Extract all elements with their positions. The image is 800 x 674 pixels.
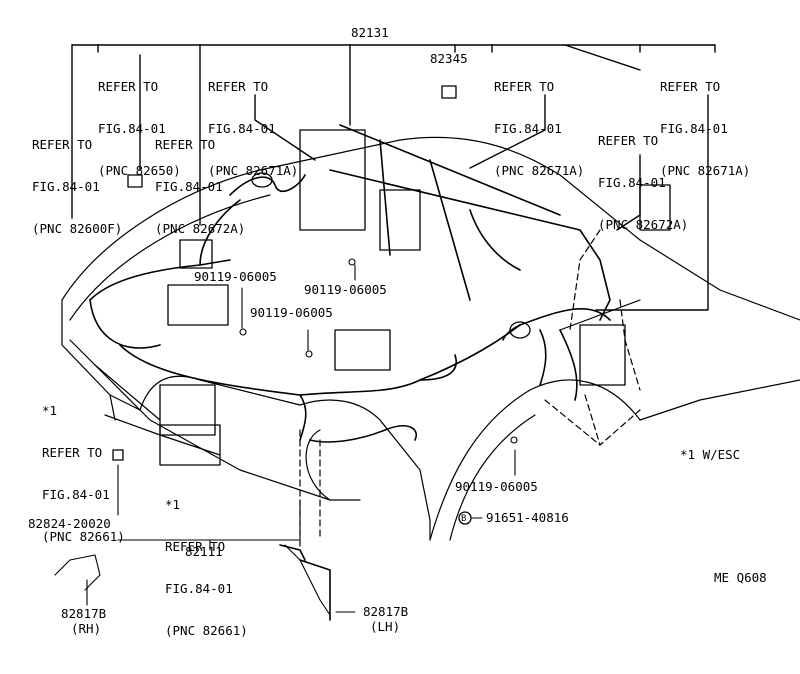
refer-82661-left: *1 REFER TO FIG.84-01 (PNC 82661) xyxy=(42,376,125,558)
ecu-module xyxy=(159,384,216,436)
refer-82672a-left: REFER TO FIG.84-01 (PNC 82672A) xyxy=(155,110,245,250)
refer-82671a-right-line2: FIG.84-01 xyxy=(660,121,728,136)
part-91651-label: 91651-40816 xyxy=(486,510,569,525)
refer-82672a-left-line2: FIG.84-01 xyxy=(155,179,223,194)
grommet-right xyxy=(509,321,531,339)
refer-82661-bottom-line3: FIG.84-01 xyxy=(165,581,233,596)
junction-block xyxy=(299,129,366,231)
part-82345-label: 82345 xyxy=(430,51,468,66)
grommet-left xyxy=(251,172,273,188)
bolt-label-b: 90119-06005 xyxy=(304,282,387,297)
refer-82672a-right-line1: REFER TO xyxy=(598,133,659,148)
bolt-label-a: 90119-06005 xyxy=(194,269,277,284)
part-82111-label: 82111 xyxy=(185,544,223,559)
refer-82672a-left-line1: REFER TO xyxy=(155,137,216,152)
refer-82672a-left-line3: (PNC 82672A) xyxy=(155,221,246,236)
refer-82672a-right-line2: FIG.84-01 xyxy=(598,175,666,190)
refer-82671a-left: REFER TO FIG.84-01 (PNC 82671A) xyxy=(208,52,298,192)
refer-82661-bottom-line1: *1 xyxy=(165,497,181,512)
bolt-label-d: 90119-06005 xyxy=(455,479,538,494)
abs-connector xyxy=(579,324,626,386)
refer-82661-left-line2: REFER TO xyxy=(42,445,103,460)
refer-82661-left-line4: (PNC 82661) xyxy=(42,529,125,544)
clip-82650 xyxy=(127,174,143,188)
refer-82661-bottom-line2: REFER TO xyxy=(165,539,226,554)
circled-b-letter: B xyxy=(461,514,467,524)
refer-82671a-mid-line1: REFER TO xyxy=(494,79,555,94)
refer-82650-line1: REFER TO xyxy=(98,79,159,94)
part-82817b-lh-side: (LH) xyxy=(370,619,401,634)
refer-82671a-mid-line3: (PNC 82671A) xyxy=(494,163,585,178)
refer-82671a-left-line2: FIG.84-01 xyxy=(208,121,276,136)
part-82131-label: 82131 xyxy=(351,25,389,40)
sensor-bracket xyxy=(639,184,671,231)
part-82817b-rh-label: 82817B xyxy=(61,606,107,621)
refer-82661-bottom-line4: (PNC 82661) xyxy=(165,623,248,638)
refer-82661-left-line1: *1 xyxy=(42,403,58,418)
figure-code: ME Q608 xyxy=(714,570,767,585)
refer-82671a-right-line3: (PNC 82671A) xyxy=(660,163,751,178)
fuse-block xyxy=(167,284,229,326)
refer-82671a-mid: REFER TO FIG.84-01 (PNC 82671A) xyxy=(494,52,584,192)
refer-82671a-right: REFER TO FIG.84-01 (PNC 82671A) xyxy=(660,52,750,192)
components xyxy=(112,85,671,525)
refer-82650-line2: FIG.84-01 xyxy=(98,121,166,136)
refer-82650-line3: (PNC 82650) xyxy=(98,163,181,178)
refer-82672a-right: REFER TO FIG.84-01 (PNC 82672A) xyxy=(598,106,688,246)
refer-82600f-line2: FIG.84-01 xyxy=(32,179,100,194)
body-outline xyxy=(61,136,800,551)
relay-block xyxy=(179,239,213,269)
ecu-bracket xyxy=(159,424,221,466)
refer-82671a-right-line1: REFER TO xyxy=(660,79,721,94)
circled-b-symbol xyxy=(458,511,472,525)
refer-82671a-left-line3: (PNC 82671A) xyxy=(208,163,299,178)
refer-82672a-right-line3: (PNC 82672A) xyxy=(598,217,689,232)
refer-82600f-line3: (PNC 82600F) xyxy=(32,221,123,236)
part-82817b-rh-side: (RH) xyxy=(71,621,102,636)
clip-82824 xyxy=(112,449,124,461)
refer-82600f: REFER TO FIG.84-01 (PNC 82600F) xyxy=(32,110,122,250)
bolt-leaders xyxy=(54,258,518,616)
refer-82671a-mid-line2: FIG.84-01 xyxy=(494,121,562,136)
part-82824-label: 82824-20020 xyxy=(28,516,111,531)
footnote-esc: *1 W/ESC xyxy=(680,447,741,462)
refer-82600f-line1: REFER TO xyxy=(32,137,93,152)
refer-82650: REFER TO FIG.84-01 (PNC 82650) xyxy=(98,52,181,192)
harness-main xyxy=(89,124,611,621)
battery-box xyxy=(334,329,391,371)
connector-cluster xyxy=(379,189,421,251)
part-82817b-lh-label: 82817B xyxy=(363,604,409,619)
refer-82671a-left-line1: REFER TO xyxy=(208,79,269,94)
refer-82661-bottom: *1 REFER TO FIG.84-01 (PNC 82661) xyxy=(165,470,248,652)
clip-82345 xyxy=(441,85,457,99)
bolt-label-c: 90119-06005 xyxy=(250,305,333,320)
refer-82661-left-line3: FIG.84-01 xyxy=(42,487,110,502)
